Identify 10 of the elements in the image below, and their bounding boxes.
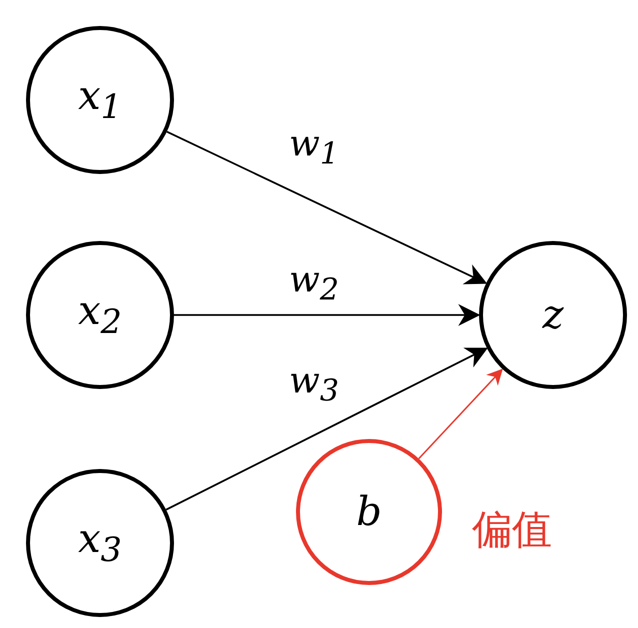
variable-label: x$_{2}$ bbox=[78, 291, 122, 339]
variable-label: x$_{1}$ bbox=[78, 76, 122, 124]
variable-label: x$_{3}$ bbox=[78, 519, 122, 567]
variable-label: b bbox=[356, 492, 382, 532]
arrow bbox=[166, 130, 488, 284]
arrow bbox=[174, 304, 480, 326]
variable-label: z bbox=[542, 295, 564, 335]
arrow bbox=[166, 348, 488, 511]
bias-caption: 偏值 bbox=[472, 510, 552, 550]
arrow bbox=[418, 368, 503, 460]
